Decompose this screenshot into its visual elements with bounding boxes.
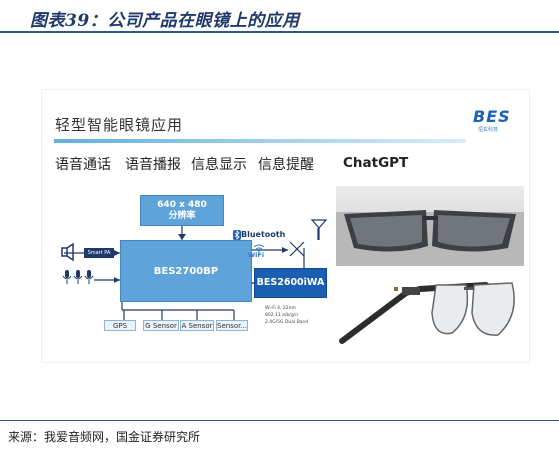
wifi-chip-box: BES2600iWA [254,268,327,298]
sensor-gps: GPS [104,320,136,331]
sensor-g: G Sensor [143,320,179,331]
speaker-icon [61,242,74,262]
bluetooth-label: Bluetooth [241,230,286,239]
smart-pa-label: Smart PA [84,248,114,258]
wifi-spec-item: 2.4G/5G Dual Band [265,320,309,325]
bes-logo-subtitle: 恒玄科技 [478,127,499,133]
wifi-label: WiFi [248,251,265,259]
feature-info-display: 信息显示 [191,157,247,173]
wifi-spec-item: Wi-Fi 4, 22nm [265,306,296,311]
wifi-icon [253,244,265,252]
resolution-value: 640 x 480 [157,200,207,210]
title-rule [0,31,559,33]
slide-title: 轻型智能眼镜应用 [55,116,184,134]
slide-panel: 轻型智能眼镜应用 BES 恒玄科技 语音通话 语音播报 信息显示 信息提醒 Ch… [42,90,529,362]
bluetooth-icon [233,230,241,240]
microphone-icons [62,269,96,289]
source-note: 来源：我爱音频网，国金证券研究所 [8,430,201,444]
feature-chatgpt: ChatGPT [343,155,409,171]
feature-info-reminder: 信息提醒 [258,157,314,173]
feature-voice-call: 语音通话 [55,157,111,173]
sensor-a: A Sensor [180,320,214,331]
source-rule [0,420,559,421]
bes-logo: BES [473,107,511,126]
resolution-label: 分辨率 [168,211,196,221]
glasses-photo-front [336,186,524,266]
feature-voice-broadcast: 语音播报 [125,157,181,173]
wifi-spec-list: Wi-Fi 4, 22nm 802.11 a/b/g/n 2.4G/5G Dua… [265,305,308,326]
resolution-box: 640 x 480 分辨率 [140,195,224,226]
glasses-photo-side [336,271,524,359]
slide-title-underline [54,139,466,143]
wifi-spec-item: 802.11 a/b/g/n [265,313,299,318]
antenna-icon [310,219,328,240]
main-chip-box: BES2700BP [120,240,252,302]
sensor-more: Sensor... [216,320,248,331]
figure-title: 图表39：公司产品在眼镜上的应用 [30,11,300,31]
